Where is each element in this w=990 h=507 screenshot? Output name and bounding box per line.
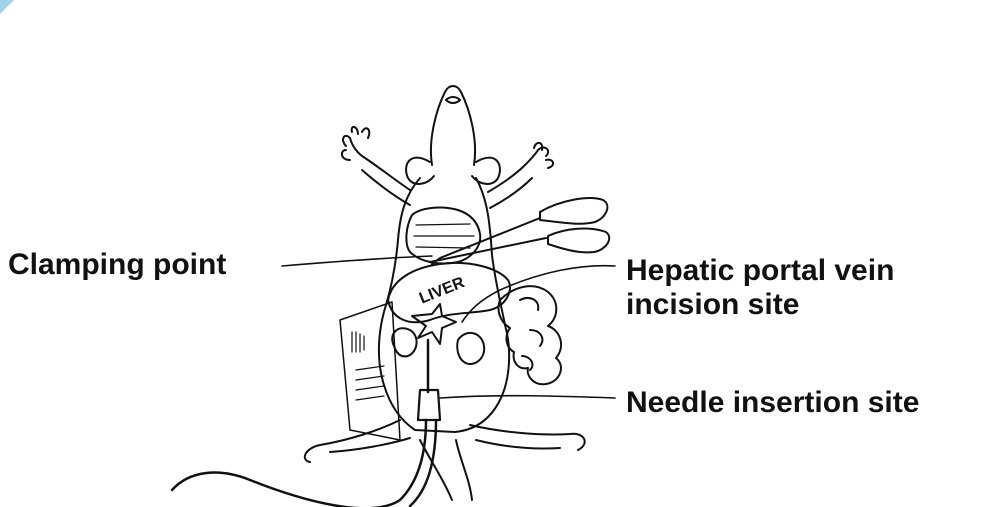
mouse-leg-left <box>305 420 410 462</box>
portal-vein-structure <box>412 304 456 344</box>
mouse-mouth <box>446 97 460 103</box>
mouse-leg-right <box>470 425 585 450</box>
needle-insertion-site-label: Needle insertion site <box>626 386 919 420</box>
clamping-point-label: Clamping point <box>8 248 226 282</box>
mouse-tail-region <box>420 440 472 500</box>
needle-hub <box>418 390 440 420</box>
surgical-pad <box>340 302 400 440</box>
clamping-point-leader <box>282 256 432 266</box>
corner-mark <box>0 0 14 14</box>
liver-organ-label: LIVER <box>417 274 467 308</box>
scissors-handle-bottom <box>548 229 609 253</box>
hepatic-portal-vein-line-2: incision site <box>626 288 894 322</box>
hepatic-portal-vein-line-1: Hepatic portal vein <box>626 254 894 288</box>
scissors-handle-top <box>540 198 607 224</box>
catheter-tube <box>172 420 436 507</box>
mouse-arm-left <box>350 138 410 205</box>
hepatic-portal-vein-leader <box>462 266 615 322</box>
mouse-torso <box>379 178 509 432</box>
kidney-right <box>457 333 484 364</box>
rib-lines <box>414 224 474 248</box>
kidney-left <box>392 328 416 356</box>
mouse-paw-right <box>534 143 553 168</box>
mouse-paw-left <box>342 127 369 160</box>
mouse-ear-left <box>406 158 434 184</box>
needle-insertion-leader <box>440 396 615 398</box>
